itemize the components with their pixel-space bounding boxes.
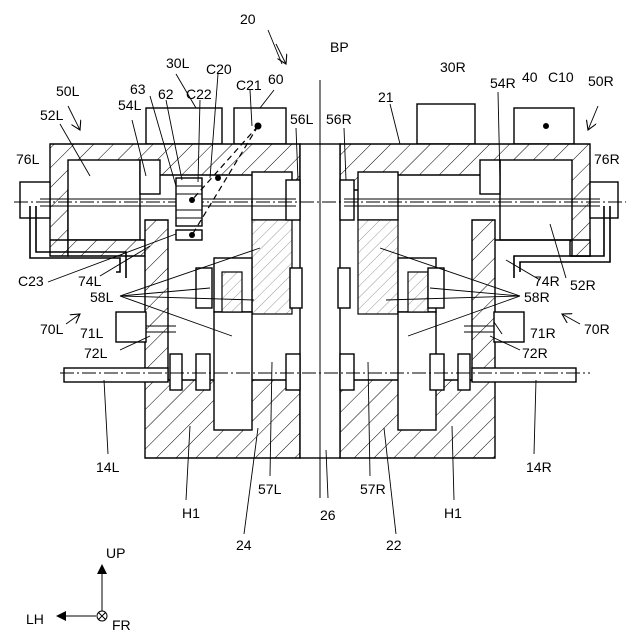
gear-56R	[358, 172, 398, 220]
label-60: 60	[268, 71, 284, 87]
label-40: 40	[522, 69, 538, 85]
motor-52R	[500, 160, 572, 240]
housing-wall-right	[495, 240, 590, 256]
label-63: 63	[130, 81, 146, 97]
label-c20: C20	[206, 61, 232, 77]
cap-76L	[20, 182, 50, 218]
label-50L: 50L	[56, 83, 80, 99]
label-52R: 52R	[570, 277, 596, 293]
label-24: 24	[236, 537, 252, 553]
label-71L: 71L	[80, 325, 104, 341]
label-30L: 30L	[166, 55, 190, 71]
label-26: 26	[320, 507, 336, 523]
label-57R: 57R	[360, 481, 386, 497]
label-30R: 30R	[440, 59, 466, 75]
label-70R: 70R	[584, 321, 610, 337]
label-21: 21	[378, 89, 394, 105]
label-54L: 54L	[118, 97, 142, 113]
label-71R: 71R	[530, 325, 556, 341]
axle-14L	[64, 368, 168, 382]
label-58L: 58L	[90, 289, 114, 305]
label-14R: 14R	[526, 459, 552, 475]
label-bp: BP	[330, 39, 349, 55]
brake-62	[176, 178, 202, 226]
label-76R: 76R	[594, 151, 620, 167]
label-72R: 72R	[522, 345, 548, 361]
valve-70L	[116, 312, 146, 342]
bearing-56R	[340, 180, 354, 220]
label-56L: 56L	[290, 111, 314, 127]
label-h1-right: H1	[444, 505, 462, 521]
label-h1-left: H1	[182, 505, 200, 521]
motor-52L	[68, 160, 140, 240]
label-62: 62	[158, 86, 174, 102]
direction-indicator: UP LH FR	[26, 545, 131, 633]
bearing-56L	[286, 180, 300, 220]
label-70L: 70L	[40, 321, 64, 337]
label-lh: LH	[26, 611, 44, 627]
label-up: UP	[106, 545, 125, 561]
label-50R: 50R	[588, 73, 614, 89]
axle-14R	[472, 368, 576, 382]
label-74L: 74L	[78, 273, 102, 289]
label-56R: 56R	[326, 111, 352, 127]
label-52L: 52L	[40, 107, 64, 123]
label-c23: C23	[18, 273, 44, 289]
label-20: 20	[240, 11, 256, 27]
label-57L: 57L	[258, 481, 282, 497]
valve-70R	[494, 312, 524, 342]
label-74R: 74R	[534, 273, 560, 289]
motor-30R	[417, 104, 475, 144]
label-54R: 54R	[490, 75, 516, 91]
label-58R: 58R	[524, 289, 550, 305]
label-c22: C22	[186, 86, 212, 102]
label-22: 22	[386, 537, 402, 553]
bearing-54R	[480, 160, 500, 194]
label-14L: 14L	[96, 459, 120, 475]
label-76L: 76L	[16, 151, 40, 167]
label-fr: FR	[112, 617, 131, 633]
label-c10: C10	[548, 69, 574, 85]
gear-56L-body	[252, 220, 292, 314]
label-c21: C21	[236, 77, 262, 93]
motor-30L	[146, 108, 222, 144]
gear-58L-lower	[214, 312, 252, 430]
label-72L: 72L	[84, 345, 108, 361]
